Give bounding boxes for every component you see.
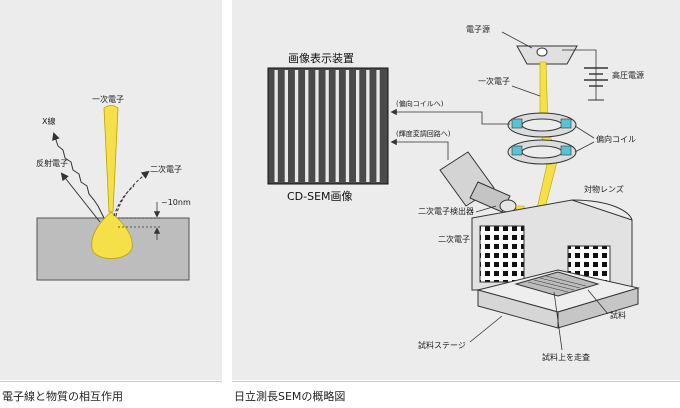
label-specimen: 試料 <box>610 310 626 320</box>
sem-line-pattern <box>315 70 319 182</box>
label-secondary: 二次電子 <box>150 164 182 174</box>
deflection-signal-line <box>390 108 510 125</box>
electron-source-tip <box>536 47 548 57</box>
backscattered-path <box>60 172 101 223</box>
sem-line-pattern <box>335 70 339 182</box>
right-caption: 日立測長SEMの概略図 <box>234 390 346 403</box>
caption-divider-right <box>232 381 680 382</box>
secondary-electron-path-1 <box>115 170 150 217</box>
label-depth: ~10nm <box>161 198 191 207</box>
cd-sem-image-label: CD-SEM画像 <box>287 190 353 203</box>
specimen-pointer <box>587 289 609 315</box>
sem-line-pattern <box>305 70 309 182</box>
sem-line-pattern <box>325 70 329 182</box>
sem-schematic-diagram: 画像表示装置 CD-SEM画像 電子源 高圧電源 一次電子 偏向コイル (偏向コ… <box>267 25 644 362</box>
cd-sem-image <box>267 67 389 185</box>
secondary-electron-detector <box>439 151 517 213</box>
detector-pointer <box>475 205 497 213</box>
coil-pointer-1 <box>574 125 595 139</box>
secondary-electron-path-2 <box>113 185 135 217</box>
label-primary-electron-right: 一次電子 <box>478 76 510 86</box>
sem-line-pattern <box>366 70 370 182</box>
deflection-coil-upper <box>507 112 577 138</box>
electron-interaction-diagram: 一次電子 X線 反射電子 二次電子 ~10nm <box>36 94 191 281</box>
label-to-deflection: (偏向コイルへ) <box>396 99 444 108</box>
deflection-coil-lower <box>507 139 577 165</box>
source-pointer <box>501 31 533 49</box>
scan-pointer <box>553 291 563 351</box>
label-objective-lens: 対物レンズ <box>584 184 624 194</box>
brightness-signal-line <box>390 138 449 160</box>
label-primary-electron: 一次電子 <box>92 94 124 104</box>
primary-pointer <box>511 85 541 97</box>
label-xray: X線 <box>42 116 55 126</box>
label-secondary-right: 二次電子 <box>438 234 470 244</box>
specimen-wafer <box>514 271 600 297</box>
left-caption: 電子線と物質の相互作用 <box>2 390 123 403</box>
primary-beam <box>103 105 119 213</box>
label-backscattered: 反射電子 <box>36 158 68 168</box>
sem-line-pattern <box>345 70 350 182</box>
label-deflection-coil: 偏向コイル <box>596 134 636 144</box>
xray-path <box>52 132 105 219</box>
electron-source <box>516 45 578 65</box>
sem-line-pattern <box>294 70 299 182</box>
coil-pointer-2 <box>574 141 595 153</box>
interaction-volume <box>91 211 133 259</box>
sem-line-pattern <box>356 70 360 182</box>
display-title: 画像表示装置 <box>288 51 354 65</box>
sem-line-pattern <box>376 70 380 182</box>
label-electron-source: 電子源 <box>466 25 490 34</box>
label-stage: 試料ステージ <box>418 340 466 350</box>
caption-divider-left <box>0 381 222 382</box>
label-to-brightness: (輝度変調回路へ) <box>396 129 451 138</box>
sem-line-pattern <box>284 70 288 182</box>
label-scan: 試料上を走査 <box>542 352 590 362</box>
label-se-detector: 二次電子検出器 <box>418 206 474 216</box>
hv-wire <box>562 49 597 100</box>
stage-pointer <box>469 315 503 343</box>
sem-line-pattern <box>274 70 278 182</box>
label-high-voltage: 高圧電源 <box>612 70 644 80</box>
